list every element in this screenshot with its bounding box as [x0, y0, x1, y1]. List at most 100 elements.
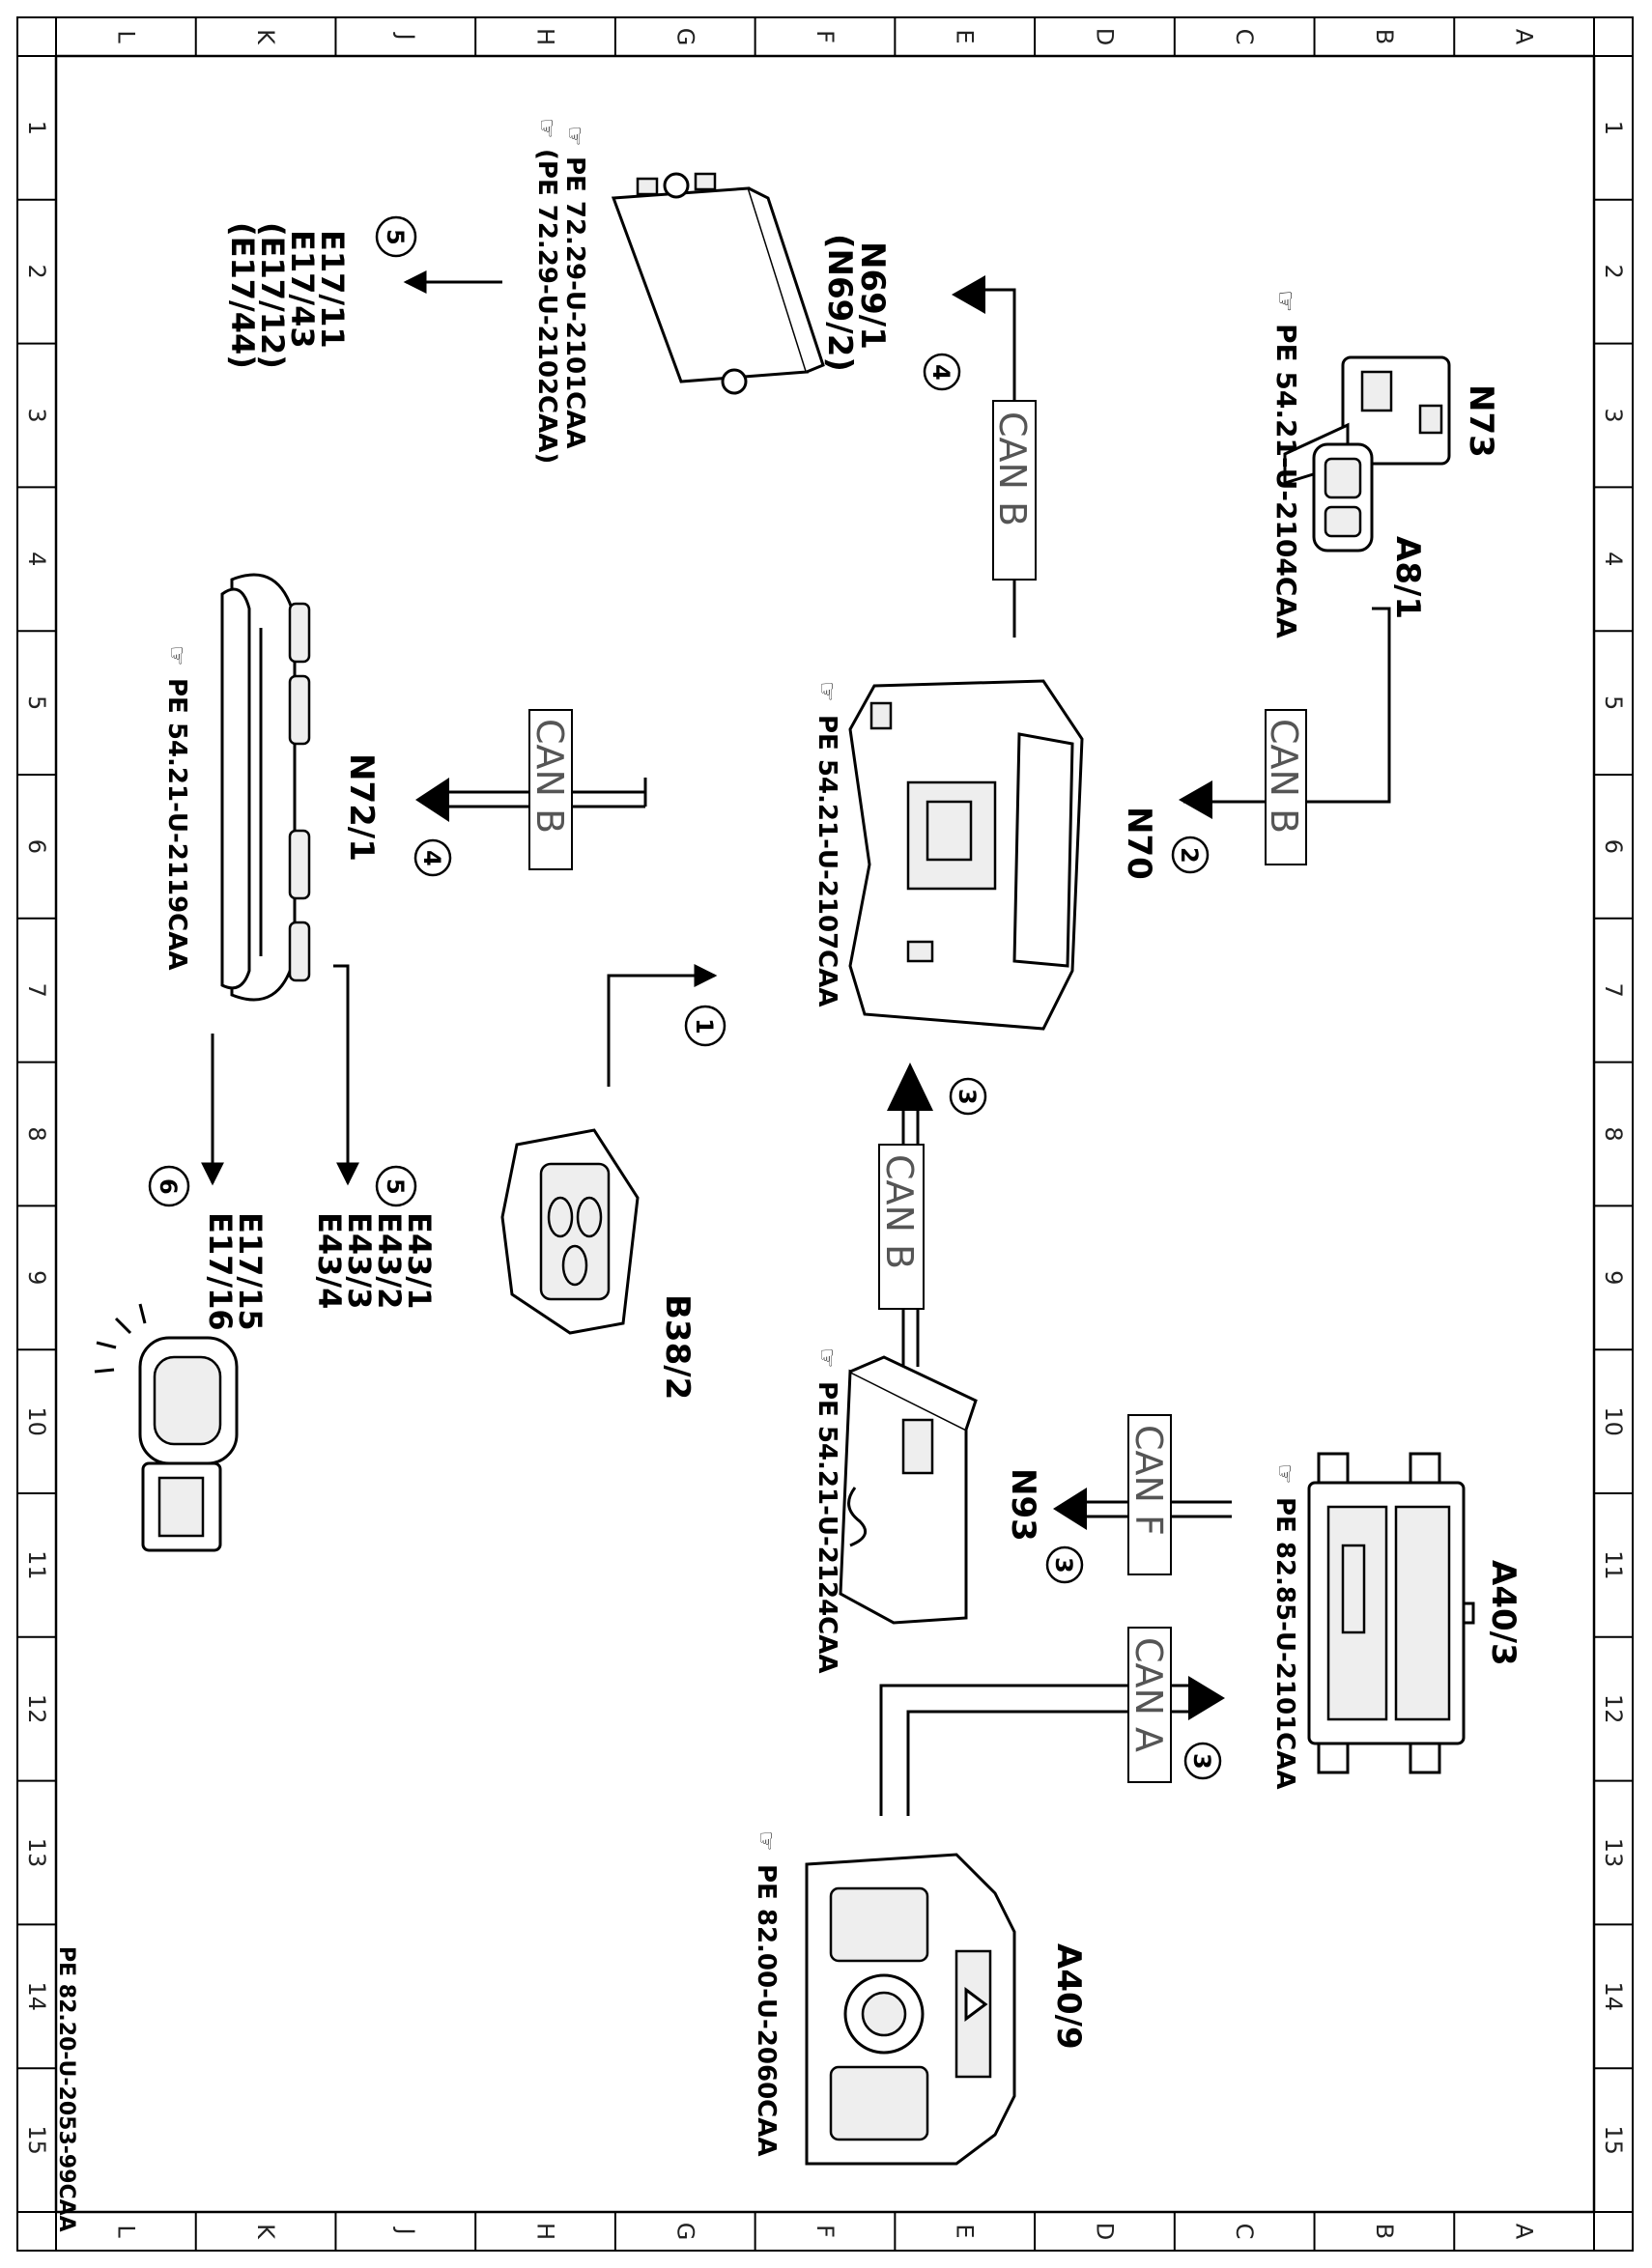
n73-component: N73 A8/1 ☞ PE 54.21-U-2104CAA: [1270, 290, 1500, 638]
grid-col-label-top: E: [952, 29, 979, 43]
grid-col-label-top: F: [812, 30, 839, 43]
grid-row-label-right: 8: [1600, 1126, 1627, 1141]
a40-9-component: A40/9 ☞ PE 82.00-U-2060CAA: [752, 1830, 1088, 2166]
grid-row-label-left: 11: [23, 1550, 50, 1580]
grid-row-label-right: 12: [1600, 1694, 1627, 1724]
e17-16: E17/16: [202, 1212, 239, 1331]
grid-col-label-top: G: [671, 28, 698, 46]
a40-3-unit-icon: [1307, 1452, 1475, 1774]
grid-col-label-top: C: [1231, 29, 1258, 45]
e17-12: (E17/12): [254, 222, 291, 369]
n70-ref-icon: ☞: [813, 681, 840, 702]
n93-component: N93 ☞ PE 54.21-U-2124CAA: [812, 1347, 1042, 1674]
arrow-head: [1053, 1488, 1087, 1530]
grid-row-label-left: 3: [23, 408, 50, 422]
grid-row-label-left: 5: [23, 695, 50, 710]
rain-light-sensor-icon: [500, 1128, 640, 1335]
n70-component: N70 ☞ PE 54.21-U-2107CAA: [812, 679, 1158, 1031]
a40-3-n93-can-f-link: CAN F 3: [1045, 1414, 1232, 1584]
grid-row-label-right: 15: [1600, 2125, 1627, 2155]
grid-row-label-right: 10: [1600, 1406, 1627, 1436]
reading-lamp-icon: [94, 1303, 239, 1552]
arrow-head: [415, 778, 449, 822]
e43-1: E43/1: [401, 1212, 438, 1309]
arrow-head: [1179, 780, 1212, 819]
grid-col-label-bottom: J: [392, 2225, 419, 2234]
grid-row-label-left: 15: [23, 2125, 50, 2155]
grid-col-label-bottom: C: [1231, 2224, 1258, 2240]
n93-ref-icon: ☞: [813, 1347, 840, 1369]
a40-3-code: A40/3: [1484, 1560, 1523, 1666]
grid-row-label-left: 12: [23, 1694, 50, 1724]
n70-n69-can-b-link: CAN B 4: [923, 275, 1037, 638]
grid-col-label-bottom: E: [952, 2224, 979, 2238]
arrow-head: [887, 1063, 933, 1111]
grid-row-label-left: 9: [23, 1270, 50, 1285]
grid-col-label-bottom: F: [812, 2225, 839, 2238]
grid-row-label-left: 13: [23, 1838, 50, 1868]
overhead-light-icon: [220, 573, 311, 1002]
a40-3-component: A40/3 ☞ PE 82.85-U-2101CAA: [1270, 1452, 1523, 1790]
e43-4: E43/4: [311, 1212, 348, 1309]
grid-col-label-bottom: H: [532, 2223, 559, 2240]
callout-4a: 4: [927, 364, 954, 381]
can-f-label: CAN F: [1127, 1425, 1170, 1536]
n70-code: N70: [1120, 807, 1158, 880]
n93-n70-can-b-link: CAN B 3: [878, 1063, 987, 1367]
n72-ref-icon: ☞: [163, 645, 190, 666]
grid-row-label-right: 14: [1600, 1982, 1627, 2012]
callout-5b: 5: [382, 1178, 409, 1195]
grid-row-label-left: 8: [23, 1126, 50, 1141]
grid-row-label-right: 1: [1600, 121, 1627, 135]
a40-9-code: A40/9: [1049, 1943, 1088, 2050]
grid-ticks: [17, 17, 1633, 2251]
can-b-label-4: CAN B: [878, 1154, 921, 1269]
e17-15: E17/15: [232, 1212, 269, 1331]
door-module-icon: [611, 172, 825, 395]
grid-row-label-right: 9: [1600, 1270, 1627, 1285]
grid-col-label-top: B: [1371, 29, 1398, 44]
grid-row-label-left: 4: [23, 552, 50, 566]
grid-col-label-top: H: [532, 28, 559, 45]
n69-ref-2: (PE 72.29-U-2102CAA): [532, 149, 561, 464]
a8-1-code: A8/1: [1388, 536, 1427, 619]
grid-row-label-right: 7: [1600, 983, 1627, 998]
inner-frame: [54, 54, 1596, 2214]
n93-ref: PE 54.21-U-2124CAA: [812, 1381, 841, 1674]
e17-11: E17/11: [314, 230, 351, 349]
grid-col-label-top: J: [392, 31, 419, 40]
a40-3-ref: PE 82.85-U-2101CAA: [1270, 1497, 1299, 1790]
grid-row-label-left: 7: [23, 983, 50, 998]
outer-frame: [16, 16, 1634, 2252]
grid-col-label-top: K: [252, 29, 279, 45]
grid-row-label-left: 10: [23, 1406, 50, 1436]
n69-2-code: (N69/2): [820, 234, 859, 372]
callout-1: 1: [691, 1018, 718, 1035]
n69-ref-icon-2: ☞: [533, 118, 560, 139]
n72-e17b-link: 6 E17/15 E17/16: [148, 1034, 269, 1331]
b38-component: B38/2: [500, 1128, 697, 1400]
arrow-head: [952, 275, 985, 314]
n72-code: N72/1: [342, 753, 381, 862]
n72-ref: PE 54.21-U-2119CAA: [162, 678, 191, 971]
grid-col-label-top: A: [1511, 29, 1538, 45]
n69-ref-1: PE 72.29-U-2101CAA: [560, 156, 589, 449]
grid-row-label-left: 14: [23, 1982, 50, 2012]
n72-component: N72/1 ☞ PE 54.21-U-2119CAA: [162, 573, 381, 1002]
a40-9-ref: PE 82.00-U-2060CAA: [752, 1864, 781, 2157]
n73-ref: PE 54.21-U-2104CAA: [1270, 324, 1302, 638]
b38-code: B38/2: [658, 1294, 697, 1400]
arrow-head: [1188, 1676, 1225, 1720]
can-b-label-3: CAN B: [528, 719, 571, 834]
n70-n72-can-b-link: CAN B 4: [413, 709, 647, 877]
ignition-switch-icon: [1283, 355, 1451, 553]
callout-5a: 5: [382, 229, 409, 245]
a40-3-ref-icon: ☞: [1271, 1463, 1298, 1485]
grid-row-label-right: 11: [1600, 1550, 1627, 1580]
a40-9-a40-3-can-a-link: CAN A 3: [879, 1627, 1225, 1816]
grid-col-label-top: D: [1091, 28, 1118, 45]
n73-n70-can-b-link: CAN B 2: [1171, 607, 1391, 874]
can-b-label-1: CAN B: [1263, 719, 1305, 834]
callout-4b: 4: [418, 850, 445, 866]
